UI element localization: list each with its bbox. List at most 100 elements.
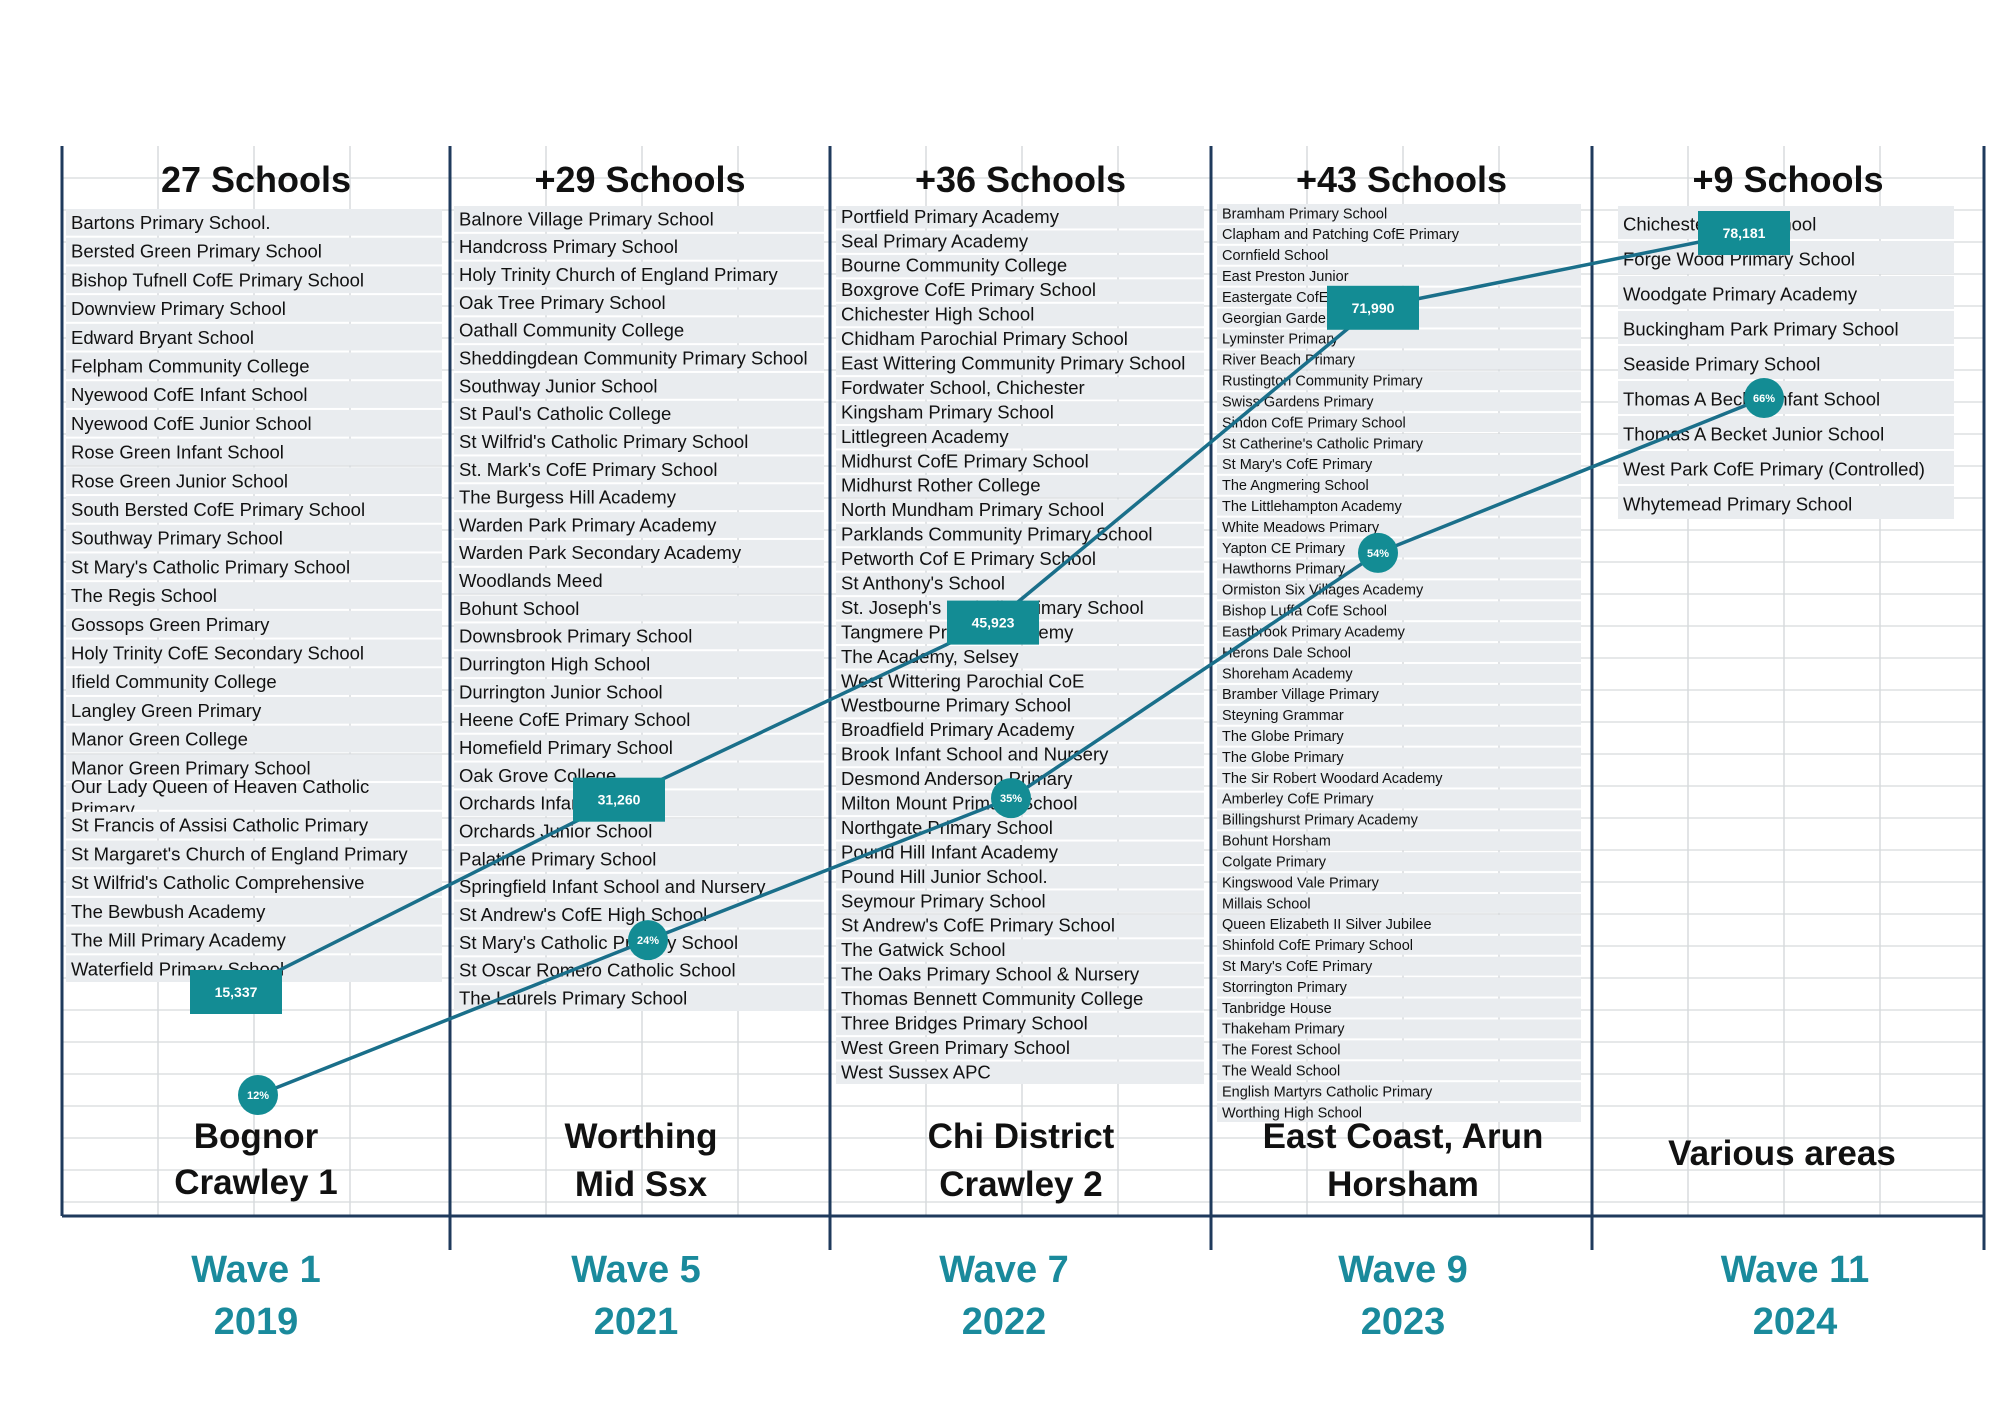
school-row [1217, 454, 1581, 474]
school-row [836, 670, 1204, 693]
school-name: Tanbridge House [1222, 1001, 1332, 1017]
school-row [1217, 622, 1581, 642]
school-row [454, 345, 824, 371]
school-name: The Burgess Hill Academy [459, 487, 677, 508]
series-1-marker [1698, 211, 1790, 255]
school-name: Homefield Primary School [459, 737, 673, 758]
school-name: The Globe Primary [1222, 750, 1344, 766]
series-2-data-label: 66% [1753, 393, 1775, 405]
school-name: Queen Elizabeth II Silver Jubilee [1222, 917, 1432, 933]
school-count-header: +29 Schools [534, 159, 745, 200]
school-row [836, 694, 1204, 718]
school-row [1217, 789, 1581, 809]
school-row [1217, 873, 1581, 892]
school-name: The Gatwick School [841, 939, 1006, 960]
series-2-marker [991, 778, 1031, 819]
school-name: Rose Green Infant School [71, 442, 284, 463]
school-row [454, 623, 824, 650]
school-row [1217, 1082, 1581, 1102]
school-row [66, 840, 442, 868]
school-row [836, 523, 1204, 547]
series-2-marker [1744, 378, 1784, 418]
series-1-data-label: 71,990 [1352, 300, 1395, 316]
school-row [66, 467, 442, 495]
school-name: St Mary's CofE Primary [1222, 457, 1373, 473]
school-name: St Oscar Romero Catholic School [459, 960, 736, 981]
school-name: Bohunt Horsham [1222, 834, 1331, 850]
school-row [1217, 914, 1581, 934]
school-row [836, 426, 1204, 449]
school-name: Parklands Community Primary School [841, 524, 1153, 545]
school-row [454, 985, 824, 1011]
school-name: St. Mark's CofE Primary School [459, 459, 718, 480]
area-label: Worthing [565, 1117, 718, 1156]
wave-label: Wave 9 [1338, 1249, 1468, 1291]
school-row [1217, 329, 1581, 349]
school-row [1217, 266, 1581, 286]
year-label: 2021 [594, 1301, 679, 1343]
school-name: Fordwater School, Chichester [841, 377, 1085, 398]
school-name: Durrington High School [459, 654, 650, 675]
school-name: Bartons Primary School. [71, 212, 270, 233]
school-name: St Mary's Catholic Primary School [459, 932, 738, 953]
school-name: Portfield Primary Academy [841, 206, 1060, 227]
wave-label: Wave 1 [191, 1249, 321, 1291]
school-name: South Bersted CofE Primary School [71, 499, 365, 520]
school-row [1217, 831, 1581, 851]
school-name: Nyewood CofE Junior School [71, 413, 312, 434]
series-1-data-label: 31,260 [598, 792, 641, 808]
series-2-data-label: 24% [637, 935, 659, 947]
school-name: The Weald School [1222, 1064, 1340, 1080]
school-row [836, 548, 1204, 571]
school-name: Woodgate Primary Academy [1623, 284, 1858, 305]
school-list: Bartons Primary School.Bersted Green Pri… [66, 209, 442, 982]
school-row [1217, 496, 1581, 516]
school-name: St Mary's Catholic Primary School [71, 556, 350, 577]
year-label: 2024 [1753, 1301, 1838, 1343]
area-label: Crawley 2 [939, 1165, 1102, 1204]
school-row [1217, 684, 1581, 704]
school-name: Clapham and Patching CofE Primary [1222, 227, 1460, 243]
school-name: Whytemead Primary School [1623, 494, 1852, 515]
school-name: Kingswood Vale Primary [1222, 875, 1380, 891]
school-name: River Beach Primary [1222, 353, 1356, 369]
school-row [454, 651, 824, 678]
school-row [66, 409, 442, 437]
school-row [836, 939, 1204, 962]
school-row [836, 206, 1204, 229]
school-name: The Oaks Primary School & Nursery [841, 964, 1140, 985]
school-name: Bourne Community College [841, 255, 1067, 276]
school-name: The Regis School [71, 585, 217, 606]
school-name: Lyminster Primary [1222, 332, 1339, 348]
school-name: Seaside Primary School [1623, 354, 1820, 375]
school-row [66, 783, 442, 810]
school-name: Edward Bryant School [71, 327, 254, 348]
school-row [836, 719, 1204, 742]
school-row [454, 957, 824, 984]
school-row [66, 524, 442, 552]
school-row [1217, 204, 1581, 223]
school-row [1217, 998, 1581, 1018]
school-name: West Green Primary School [841, 1037, 1070, 1058]
school-name: Three Bridges Primary School [841, 1013, 1088, 1034]
school-name: Pound Hill Infant Academy [841, 841, 1059, 862]
school-row [1217, 768, 1581, 788]
school-name: Broadfield Primary Academy [841, 719, 1075, 740]
school-row [1618, 451, 1954, 484]
school-row [836, 914, 1204, 938]
school-name: St Mary's CofE Primary [1222, 959, 1373, 975]
school-name: St Francis of Assisi Catholic Primary [71, 815, 369, 836]
school-row [1217, 559, 1581, 579]
school-row [836, 279, 1204, 302]
school-row [836, 768, 1204, 791]
school-name: Milton Mount Primary School [841, 793, 1077, 814]
school-row [836, 841, 1204, 864]
school-name: Gossops Green Primary [71, 614, 270, 635]
school-name: Pound Hill Junior School. [841, 866, 1048, 887]
series-2-marker [238, 1075, 278, 1115]
school-row [66, 926, 442, 954]
series-1-marker [947, 600, 1039, 645]
school-row [1217, 245, 1581, 265]
school-row [66, 295, 442, 322]
